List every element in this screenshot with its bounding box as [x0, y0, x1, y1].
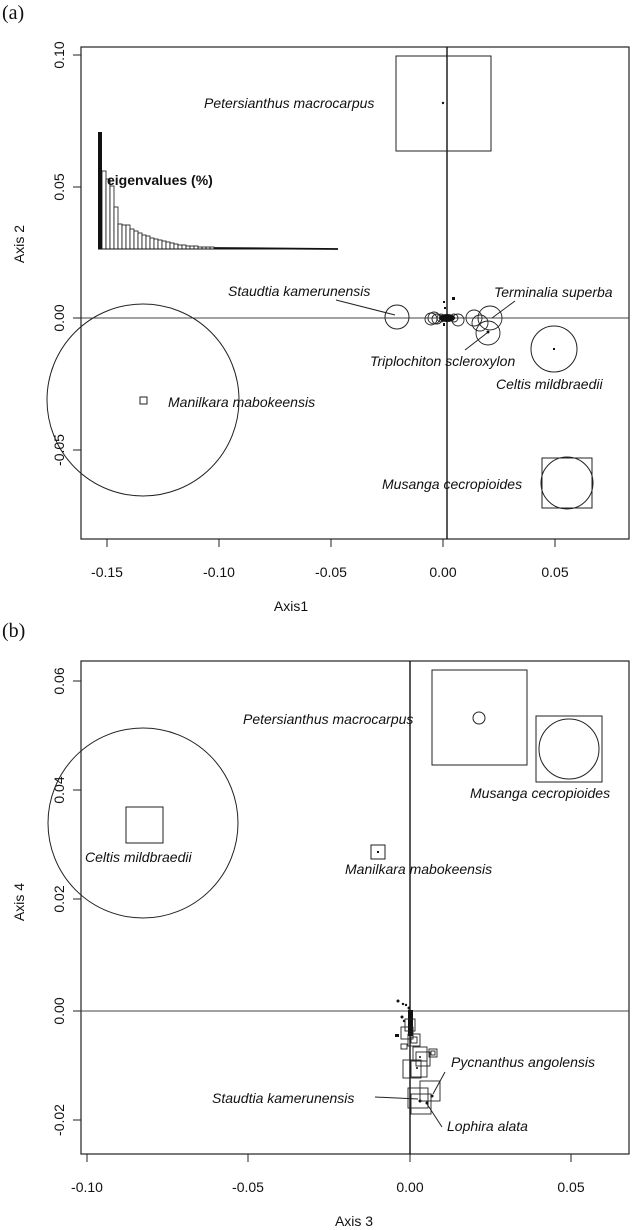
point-cluster-centers — [416, 1056, 434, 1105]
x-axis-label: Axis1 — [274, 598, 308, 614]
y-tick-label: -0.02 — [51, 1104, 67, 1136]
label-musanga: Musanga cecropioides — [382, 476, 522, 492]
panel-b-label: (b) — [2, 620, 26, 642]
label-petersianthus: Petersianthus macrocarpus — [204, 95, 374, 111]
panel-a-label: (a) — [2, 2, 25, 24]
label-pycnanthus: Pycnanthus angolensis — [451, 1054, 595, 1070]
point-cluster-squares — [400, 1018, 441, 1115]
label-celtis: Celtis mildbraedii — [85, 849, 192, 865]
point-petersianthus — [395, 55, 492, 152]
x-tick-label: -0.10 — [203, 564, 235, 580]
label-triplochiton: Triplochiton scleroxylon — [370, 353, 515, 369]
x-tick-label: 0.00 — [429, 564, 456, 580]
leader-staudtia — [374, 1096, 419, 1100]
point-manilkara — [46, 303, 240, 497]
label-manilkara: Manilkara mabokeensis — [345, 861, 492, 877]
leader-pycnanthus — [432, 1071, 446, 1095]
x-tick-label: -0.15 — [91, 564, 123, 580]
y-axis-label: Axis 4 — [11, 883, 27, 921]
leader-lophira — [426, 1103, 443, 1128]
x-tick-label: 0.00 — [396, 1179, 423, 1195]
leader-terminalia — [491, 300, 516, 319]
point-celtis — [47, 727, 239, 919]
point-celtis — [530, 325, 578, 373]
label-petersianthus: Petersianthus macrocarpus — [243, 711, 413, 727]
y-tick-label: 0.02 — [51, 885, 67, 912]
label-staudtia: Staudtia kamerunensis — [212, 1090, 354, 1106]
x-tick-label: 0.05 — [541, 564, 568, 580]
x-axis-label: Axis 3 — [335, 1213, 373, 1229]
label-celtis: Celtis mildbraedii — [496, 376, 603, 392]
point-cluster-dots — [395, 999, 413, 1037]
y-tick-label: -0.05 — [51, 434, 67, 466]
point-manilkara — [370, 844, 386, 860]
label-lophira: Lophira alata — [447, 1118, 528, 1134]
label-staudtia: Staudtia kamerunensis — [228, 283, 370, 299]
y-tick-label: 0.00 — [51, 997, 67, 1024]
point-cluster-dots — [439, 297, 490, 334]
point-musanga — [535, 715, 603, 783]
y-axis-label: Axis 2 — [11, 225, 27, 263]
y-tick-label: 0.04 — [51, 776, 67, 803]
panel-a-chart: 0.10 0.05 0.00 -0.05 Axis 2 -0.15 -0.10 … — [11, 41, 630, 614]
leader-triplochiton — [464, 332, 488, 351]
y-tick-label: 0.05 — [51, 173, 67, 200]
x-tick-label: -0.05 — [232, 1179, 264, 1195]
x-tick-label: 0.05 — [557, 1179, 584, 1195]
point-cluster-origin — [424, 305, 503, 346]
eigenvalue-inset-title: eigenvalues (%) — [107, 172, 213, 188]
x-tick-label: -0.10 — [71, 1179, 103, 1195]
eigenvalue-inset — [98, 132, 339, 250]
y-tick-label: 0.06 — [51, 667, 67, 694]
panel-b-chart: 0.06 0.04 0.02 0.00 -0.02 Axis 4 -0.10 -… — [11, 660, 630, 1229]
plot-frame — [80, 46, 630, 540]
point-musanga — [540, 456, 594, 510]
label-manilkara: Manilkara mabokeensis — [168, 394, 315, 410]
x-tick-label: -0.05 — [315, 564, 347, 580]
y-tick-label: 0.10 — [51, 41, 67, 68]
y-tick-label: 0.00 — [51, 304, 67, 331]
point-petersianthus — [431, 669, 528, 766]
plot-frame — [80, 660, 630, 1155]
label-terminalia: Terminalia superba — [494, 284, 613, 300]
point-staudtia — [335, 299, 410, 330]
label-musanga: Musanga cecropioides — [470, 785, 610, 801]
